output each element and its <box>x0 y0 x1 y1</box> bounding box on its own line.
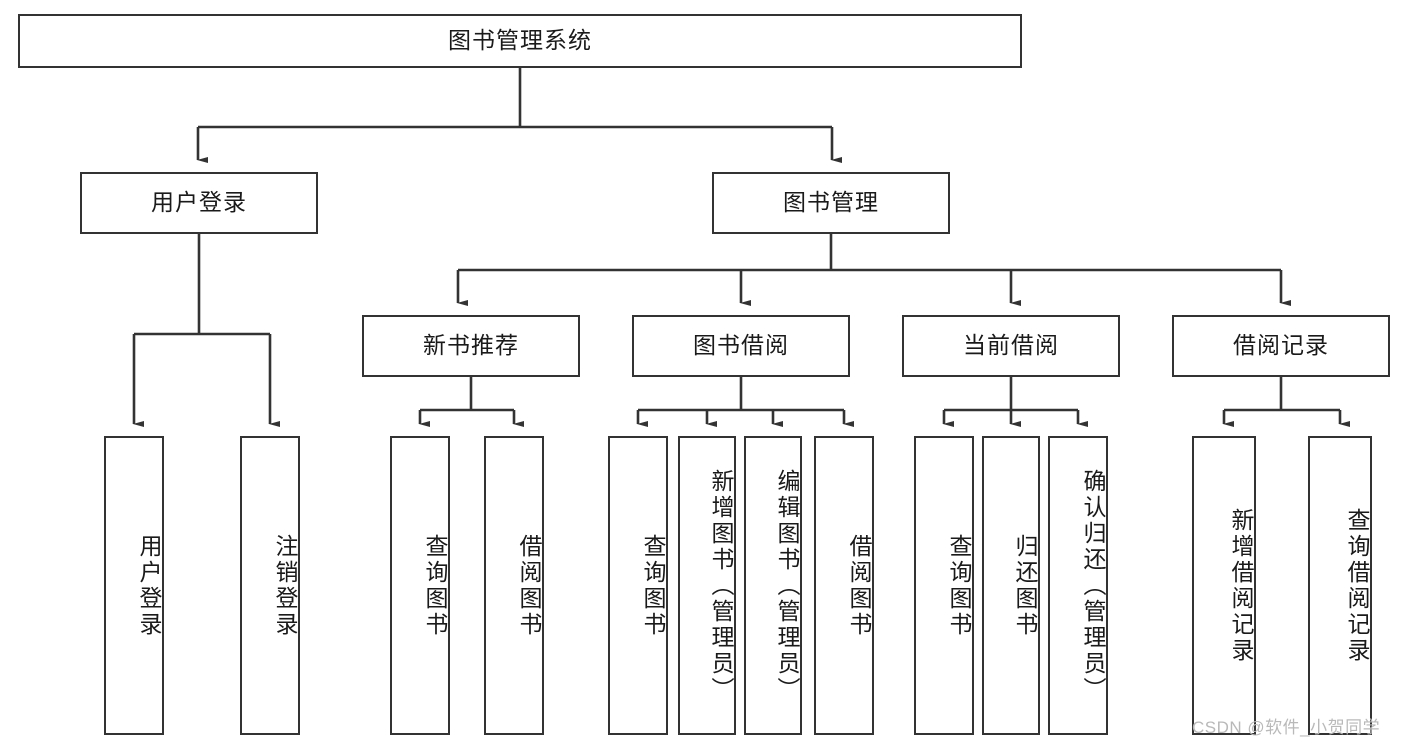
leaf-query-book-recommend-label: 查询图书 <box>422 533 448 638</box>
leaf-edit-book-admin[interactable]: 编辑图书（管理员） <box>744 436 802 735</box>
node-book-management[interactable]: 图书管理 <box>712 172 950 234</box>
leaf-logout[interactable]: 注销登录 <box>240 436 300 735</box>
leaf-borrow-book-recommend-label: 借阅图书 <box>516 533 542 638</box>
leaf-borrow-book[interactable]: 借阅图书 <box>814 436 874 735</box>
node-root[interactable]: 图书管理系统 <box>18 14 1022 68</box>
node-root-label: 图书管理系统 <box>448 27 592 54</box>
node-new-book-recommend-label: 新书推荐 <box>423 332 519 359</box>
leaf-query-book-current-label: 查询图书 <box>946 533 972 638</box>
node-current-borrow[interactable]: 当前借阅 <box>902 315 1120 377</box>
leaf-add-book-admin-label: 新增图书（管理员） <box>708 468 734 703</box>
leaf-logout-label: 注销登录 <box>272 533 298 638</box>
node-book-borrow-label: 图书借阅 <box>693 332 789 359</box>
leaf-borrow-book-label: 借阅图书 <box>846 533 872 638</box>
csdn-watermark: CSDN @软件_小贺同学 <box>1192 718 1381 737</box>
leaf-query-book-current[interactable]: 查询图书 <box>914 436 974 735</box>
leaf-confirm-return-admin[interactable]: 确认归还（管理员） <box>1048 436 1108 735</box>
leaf-return-book[interactable]: 归还图书 <box>982 436 1040 735</box>
leaf-return-book-label: 归还图书 <box>1012 533 1038 638</box>
node-new-book-recommend[interactable]: 新书推荐 <box>362 315 580 377</box>
node-user-login[interactable]: 用户登录 <box>80 172 318 234</box>
leaf-user-login[interactable]: 用户登录 <box>104 436 164 735</box>
leaf-query-book-borrow[interactable]: 查询图书 <box>608 436 668 735</box>
leaf-confirm-return-admin-label: 确认归还（管理员） <box>1080 468 1106 703</box>
node-book-management-label: 图书管理 <box>783 189 879 216</box>
leaf-query-borrow-record-label: 查询借阅记录 <box>1344 507 1370 664</box>
node-borrow-record-label: 借阅记录 <box>1233 332 1329 359</box>
leaf-add-borrow-record-label: 新增借阅记录 <box>1228 507 1254 664</box>
leaf-add-book-admin[interactable]: 新增图书（管理员） <box>678 436 736 735</box>
node-book-borrow[interactable]: 图书借阅 <box>632 315 850 377</box>
leaf-borrow-book-recommend[interactable]: 借阅图书 <box>484 436 544 735</box>
leaf-edit-book-admin-label: 编辑图书（管理员） <box>774 468 800 703</box>
node-borrow-record[interactable]: 借阅记录 <box>1172 315 1390 377</box>
leaf-user-login-label: 用户登录 <box>136 533 162 638</box>
leaf-query-borrow-record[interactable]: 查询借阅记录 <box>1308 436 1372 735</box>
leaf-add-borrow-record[interactable]: 新增借阅记录 <box>1192 436 1256 735</box>
node-user-login-label: 用户登录 <box>151 189 247 216</box>
node-current-borrow-label: 当前借阅 <box>963 332 1059 359</box>
leaf-query-book-borrow-label: 查询图书 <box>640 533 666 638</box>
leaf-query-book-recommend[interactable]: 查询图书 <box>390 436 450 735</box>
